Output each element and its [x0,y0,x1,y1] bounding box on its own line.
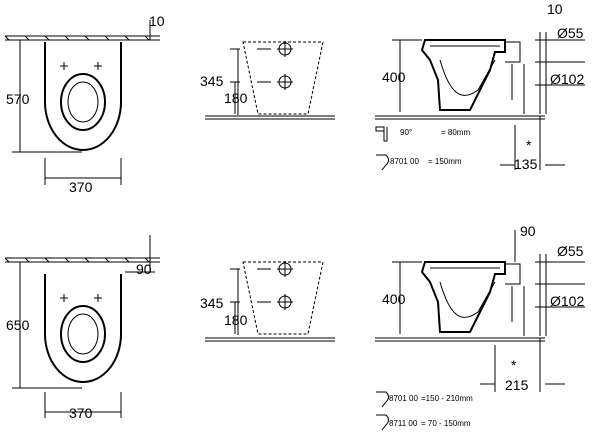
top-outlet-dimension: 135 [514,156,538,172]
top-diameter-small: Ø55 [557,25,584,41]
pipe-bend-icon [376,414,389,431]
legend-code: 8711 00 [389,419,418,428]
top-diameter-large: Ø102 [550,71,584,87]
bottom-gap-dimension: 90 [136,261,152,277]
bottom-asterisk: * [511,357,517,373]
bottom-width-dimension: 370 [69,405,93,421]
top-asterisk: * [526,137,532,153]
top-side-view: 400 10 Ø55 Ø102 135 * 90° = 80mm 8701 00… [375,1,586,172]
top-depth-dimension: 570 [6,91,30,107]
bottom-diameter-small: Ø55 [557,243,584,259]
legend-code: 8701 00 [389,394,418,403]
top-width-dimension: 370 [69,179,93,195]
legend-value: = 80mm [441,128,470,137]
bottom-outlet-dimension: 215 [505,377,529,393]
bottom-side-height: 400 [382,291,406,307]
elbow-90-icon [375,126,388,142]
legend-value: = 70 - 150mm [421,419,471,428]
legend-code: 90° [400,128,412,137]
bottom-bracket-height: 345 [200,295,224,311]
top-bracket-height: 345 [200,73,224,89]
bottom-bracket-offset: 180 [224,312,248,328]
bottom-depth-dimension: 650 [6,317,30,333]
legend-value: = 150mm [428,157,462,166]
pipe-bend-icon [376,154,389,171]
bottom-plan-view: 650 370 90 [4,235,161,421]
top-plan-view: 570 370 10 [4,13,165,195]
top-gap-dimension: 10 [149,13,165,29]
bottom-bracket-view: 345 180 [200,260,335,342]
bottom-side-view: 400 90 Ø55 Ø102 215 * 8701 00 =150 - 210… [375,223,586,431]
pipe-bend-icon [376,391,389,408]
bottom-diameter-large: Ø102 [550,293,584,309]
legend-code: 8701 00 [390,157,419,166]
top-bracket-offset: 180 [224,90,248,106]
legend-value: =150 - 210mm [421,394,473,403]
top-bracket-view: 345 180 [200,40,335,120]
top-side-height: 400 [382,69,406,85]
bottom-side-gap: 90 [520,223,536,239]
top-side-gap: 10 [547,1,563,17]
